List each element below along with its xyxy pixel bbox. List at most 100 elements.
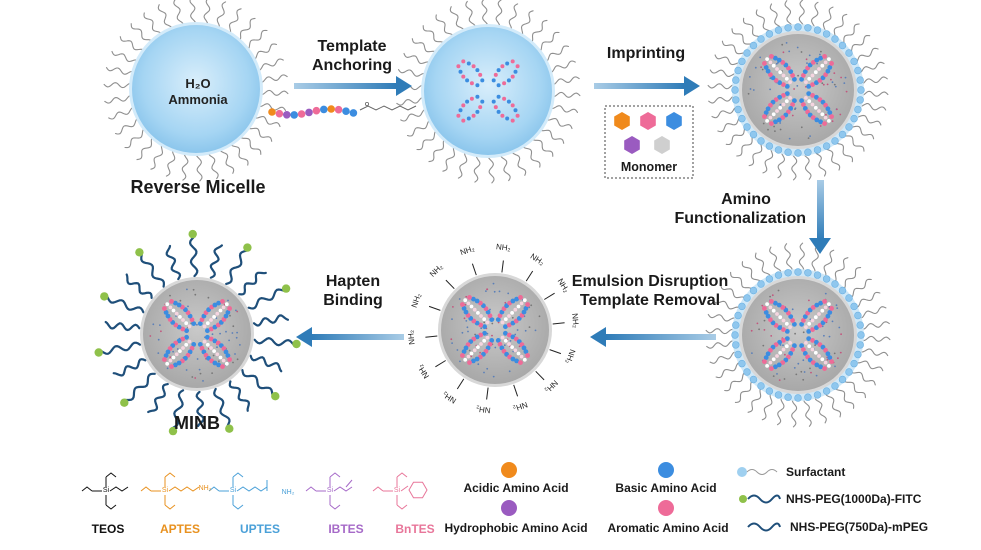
amino-arm2-template: [771, 308, 776, 313]
imprinted-core: [742, 34, 854, 146]
template-removed-arm3-bead: [514, 296, 519, 302]
amino-tail: [857, 348, 889, 357]
anchored-micelle-arm1-bead: [480, 99, 485, 104]
template-removed-arm3-bead: [525, 302, 530, 307]
amino-arm3-template: [804, 325, 808, 329]
amino-arm1-bead: [762, 359, 767, 364]
template-chain-bead: [268, 108, 276, 116]
reverse-micelle-tail: [104, 95, 136, 104]
amino-arm0-bead: [806, 336, 812, 341]
minb-dot: [235, 336, 238, 339]
imprinted-arm2-bead: [788, 69, 794, 74]
amino-arm2-bead: [790, 318, 795, 323]
template-removed-dot: [480, 327, 483, 330]
amino-tail: [776, 394, 785, 426]
amino-arm0-bead: [814, 362, 820, 368]
anchored-micelle-arm3-bead: [510, 59, 515, 64]
amino-arm2-bead: [777, 325, 782, 331]
template-removed-arm1-template: [482, 338, 487, 343]
legend-layer: [81, 105, 781, 532]
legend-aromatic-label: Aromatic Amino Acid: [607, 521, 729, 535]
imprinted-arm3-bead: [827, 65, 833, 70]
imprinted-shell-bead: [813, 146, 822, 154]
template-removed-dot: [463, 317, 466, 320]
imprinted-arm3-bead: [823, 72, 828, 78]
template-removed-arm0-bead: [506, 332, 512, 338]
amino-shell-bead: [794, 394, 802, 402]
template-removed-arm1-template: [469, 351, 474, 356]
template-removed-arm3-bead: [503, 324, 508, 330]
amino-tail: [715, 362, 744, 379]
anchored-micelle-arm0-bead: [491, 99, 496, 104]
amino-dot: [810, 371, 812, 374]
amino-arm3-bead: [801, 318, 806, 323]
minb-arm0-bead: [216, 362, 222, 368]
anchored-micelle-arm0-bead: [510, 103, 515, 108]
anchored-micelle-arm1-bead: [458, 108, 463, 113]
amino-arm1-bead: [765, 351, 771, 357]
amino-core: [742, 279, 854, 391]
minb-dot: [160, 330, 162, 333]
aptes-structure-ethyl-left: [140, 486, 152, 492]
amino-dot: [837, 357, 839, 360]
minb-arm1-bead: [169, 364, 174, 369]
template-removed-arm3-template: [513, 307, 518, 312]
amino-arm3-bead: [822, 299, 827, 304]
template-removed-arm0-bead: [495, 338, 501, 343]
amino-dot: [771, 294, 774, 297]
imprinted-dot: [791, 114, 794, 117]
template-removed-dot: [516, 329, 519, 331]
reverse-micelle-tail: [254, 58, 284, 72]
minb-arm1-bead: [162, 357, 167, 362]
amino-dot: [802, 359, 805, 362]
minb-dot: [229, 314, 231, 317]
reverse-micelle-tail: [130, 23, 153, 46]
amino-tail: [842, 376, 866, 399]
amino-tail: [709, 351, 740, 364]
amino-arm1-bead: [769, 366, 774, 371]
amino-arm3-bead: [799, 321, 804, 327]
minb-arm0-template: [224, 361, 229, 366]
imprinted-arm2-template: [775, 67, 779, 71]
minb-dot: [169, 294, 171, 297]
minb-arm3-bead: [212, 302, 218, 308]
bntes-benzene: [408, 481, 428, 499]
imprinted-shell-bead: [854, 105, 862, 114]
template-removed-dot: [494, 346, 497, 349]
template-anchoring-line1: Template: [317, 38, 387, 55]
amino-shell-bead: [850, 359, 858, 368]
imprinted-dot: [830, 78, 832, 81]
amino-arm3-template: [823, 305, 828, 310]
imprinted-arm1-bead: [776, 117, 782, 123]
minb-dot: [239, 344, 241, 346]
template-removed-dot: [458, 298, 461, 300]
aptes-si: Si: [161, 487, 169, 494]
imprinted-shell-bead: [845, 49, 853, 57]
minb-peg-chain: [213, 387, 231, 431]
reverse-micelle-tail: [119, 36, 146, 55]
minb-peg-chain: [241, 369, 275, 400]
hapten-binding-label: Hapten Binding: [303, 272, 403, 310]
anchored-micelle-tail: [411, 38, 438, 57]
template-removed-arm2-bead: [489, 317, 495, 322]
amino-arm1-template: [775, 354, 779, 358]
anchored-micelle-arm1-bead: [461, 118, 466, 123]
template-removed-arm3-bead: [495, 317, 501, 322]
amino-dot: [784, 353, 786, 356]
minb-peg-chain: [252, 314, 289, 327]
anchored-micelle-arm0-bead: [500, 113, 505, 118]
arrow-amino-shaft: [817, 180, 824, 240]
imprinted-dot: [796, 85, 799, 87]
minb-fitc-dot: [292, 339, 301, 349]
template-removed-dot: [461, 331, 464, 334]
imprinted-shell-bead: [732, 76, 740, 84]
minb-arm0-bead: [205, 334, 210, 340]
anchored-micelle-arm2-bead: [458, 69, 463, 74]
amino-shell-bead: [856, 341, 864, 349]
imprinted-arm3-bead: [829, 61, 834, 66]
nh2-spoke: [535, 370, 545, 381]
minb-dot: [176, 348, 179, 350]
imprinted-arm0-bead: [822, 121, 827, 126]
amino-shell-bead: [854, 311, 862, 320]
amino-arm0-bead: [818, 364, 823, 370]
